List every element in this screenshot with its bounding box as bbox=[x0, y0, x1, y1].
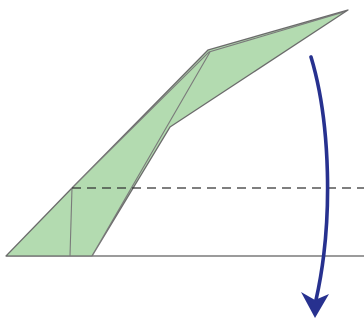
paper-crease-diagonal bbox=[91, 51, 211, 257]
paper-crease-vertical bbox=[69, 187, 73, 257]
paper-upper-edge bbox=[71, 11, 345, 189]
paper-flap bbox=[5, 9, 349, 257]
curved-arrow-shaft bbox=[309, 55, 330, 302]
curved-down-arrow-icon bbox=[301, 292, 329, 318]
